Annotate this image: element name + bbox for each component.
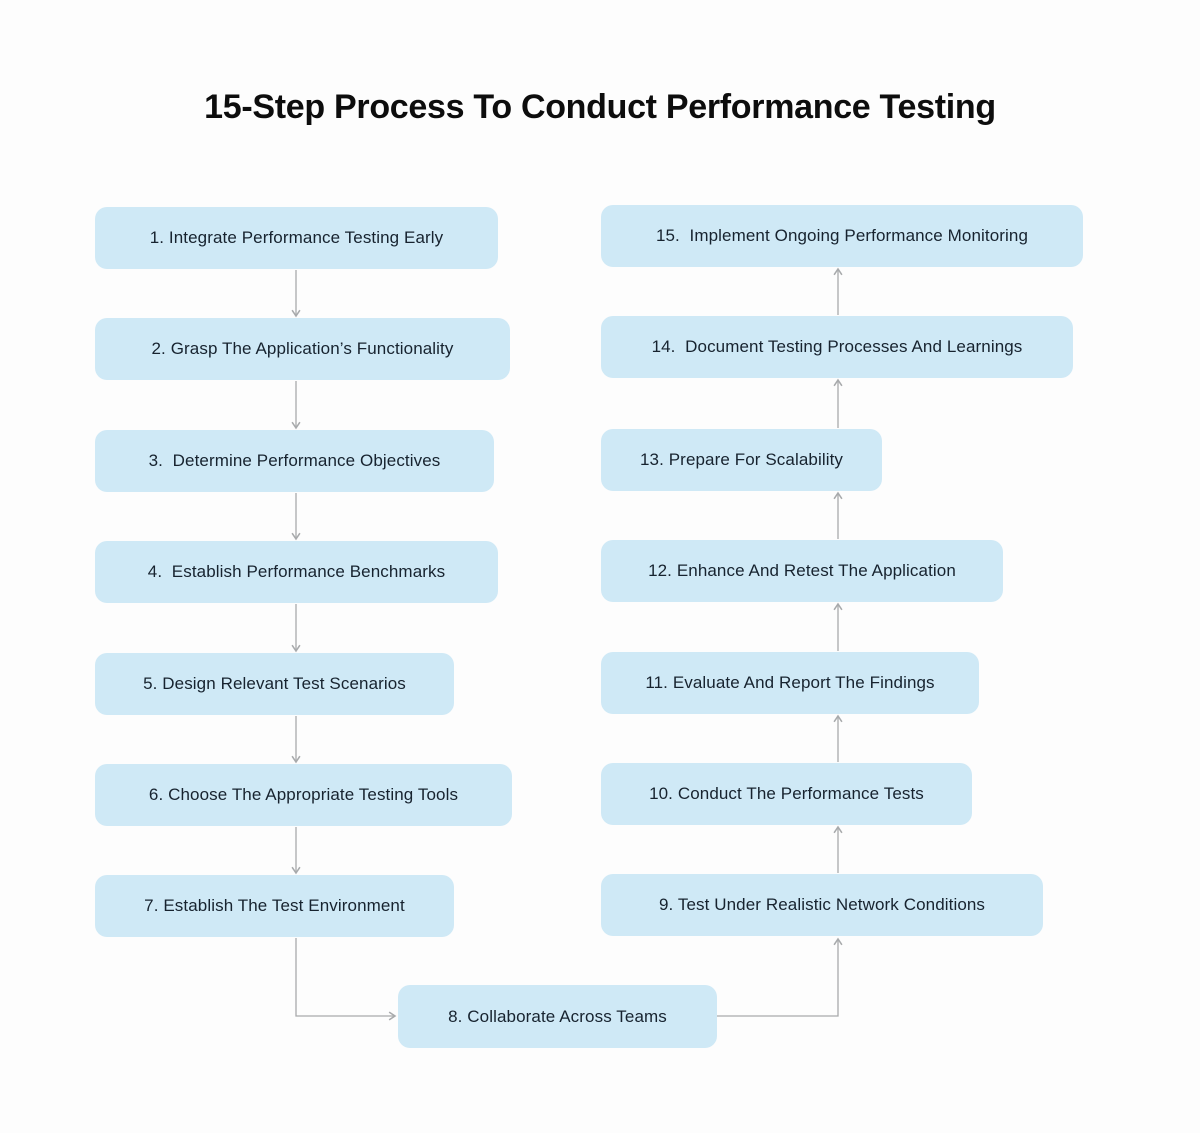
arrow-step7-to-step8 [295,938,397,1021]
step-label-10: 10. Conduct The Performance Tests [649,784,924,803]
step-label-6: 6. Choose The Appropriate Testing Tools [148,785,459,804]
step-label-2: 2. Grasp The Application’s Functionality [151,339,454,358]
page-title: 15-Step Process To Conduct Performance T… [204,88,996,126]
step-label-12: 12. Enhance And Retest The Application [648,561,956,580]
step-label-15: 15. Implement Ongoing Performance Monito… [655,226,1029,245]
step-label-1: 1. Integrate Performance Testing Early [149,228,444,247]
step-box-9: 9. Test Under Realistic Network Conditio… [601,874,1043,936]
step-box-14: 14. Document Testing Processes And Learn… [601,316,1073,378]
step-label-5: 5. Design Relevant Test Scenarios [143,674,406,693]
step-box-15: 15. Implement Ongoing Performance Monito… [601,205,1083,267]
step-box-4: 4. Establish Performance Benchmarks [95,541,498,603]
step-box-13: 13. Prepare For Scalability [601,429,882,491]
step-box-11: 11. Evaluate And Report The Findings [601,652,979,714]
step-label-8: 8. Collaborate Across Teams [448,1006,667,1026]
step-box-5: 5. Design Relevant Test Scenarios [95,653,454,715]
step-box-3: 3. Determine Performance Objectives [95,430,494,492]
step-label-9: 9. Test Under Realistic Network Conditio… [658,895,986,914]
step-label-3: 3. Determine Performance Objectives [148,451,441,470]
step-label-11: 11. Evaluate And Report The Findings [645,673,935,692]
step-box-8: 8. Collaborate Across Teams [398,985,717,1048]
step-box-12: 12. Enhance And Retest The Application [601,540,1003,602]
step-box-6: 6. Choose The Appropriate Testing Tools [95,764,512,826]
step-box-2: 2. Grasp The Application’s Functionality [95,318,510,380]
step-box-7: 7. Establish The Test Environment [95,875,454,937]
step-box-1: 1. Integrate Performance Testing Early [95,207,498,269]
step-label-4: 4. Establish Performance Benchmarks [147,562,446,581]
arrow-step8-to-step9 [717,937,843,1017]
step-label-14: 14. Document Testing Processes And Learn… [651,337,1023,356]
step-label-13: 13. Prepare For Scalability [639,450,843,469]
step-label-7: 7. Establish The Test Environment [144,896,405,915]
step-box-10: 10. Conduct The Performance Tests [601,763,972,825]
